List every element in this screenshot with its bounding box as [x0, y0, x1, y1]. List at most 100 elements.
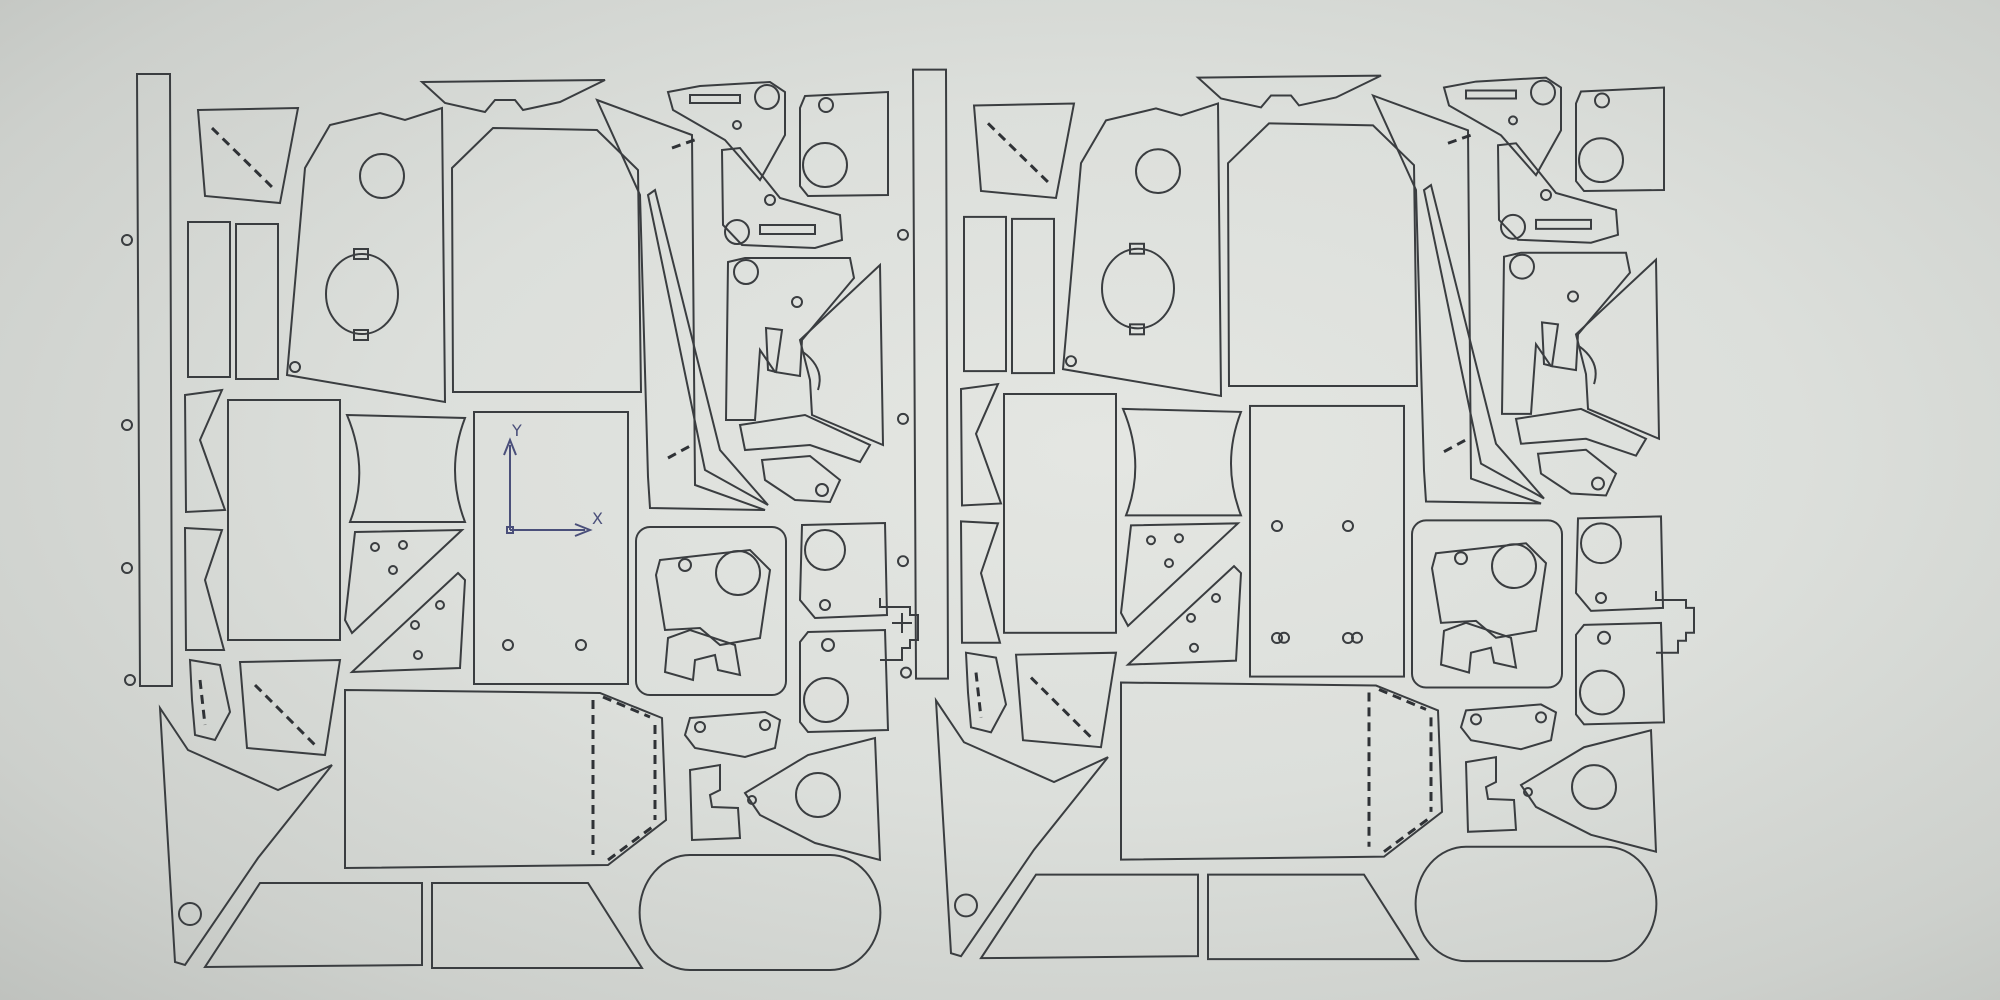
- part-hole: [124, 674, 136, 686]
- part-plate: [187, 221, 231, 378]
- part-bend-line: [1443, 438, 1467, 454]
- part-hole: [821, 638, 835, 652]
- part-bracket: [1536, 448, 1618, 497]
- part-bracket: [1514, 407, 1648, 457]
- part-bend-line: [1378, 688, 1427, 711]
- part-gusset: [724, 257, 856, 421]
- part-bracket: [663, 628, 742, 682]
- ucs-x-axis: [510, 523, 593, 537]
- part-hole: [121, 419, 133, 431]
- part-hole: [1567, 290, 1579, 303]
- part-hole: [897, 412, 909, 425]
- part-panel: [1120, 681, 1444, 861]
- part-bracket: [1464, 756, 1518, 833]
- part-bend-line: [1447, 131, 1477, 145]
- part-zigzag: [1655, 591, 1695, 654]
- part-hole: [1135, 148, 1181, 195]
- part-hole: [1540, 189, 1552, 201]
- part-hole: [1342, 520, 1354, 532]
- part-hole: [802, 142, 848, 188]
- part-gusset: [158, 704, 333, 967]
- part-plate: [473, 411, 629, 685]
- part-gusset: [1119, 522, 1241, 628]
- part-gusset: [934, 696, 1109, 958]
- part-hole: [1579, 669, 1625, 716]
- part-plate: [979, 873, 1199, 960]
- part-bracket: [419, 79, 606, 114]
- part-hole: [370, 542, 380, 552]
- part-plate: [654, 548, 772, 647]
- part-hole: [359, 153, 405, 199]
- part-plate: [743, 736, 882, 862]
- part-bend-line: [974, 672, 983, 718]
- part-zigzag: [879, 598, 919, 661]
- part-hole: [1597, 630, 1611, 645]
- part-key: [353, 248, 369, 260]
- part-hole: [678, 558, 692, 572]
- part-link: [1496, 142, 1620, 244]
- part-plate: [799, 628, 890, 734]
- part-bracket: [738, 413, 872, 464]
- part-strut: [595, 98, 766, 511]
- part-hole: [1509, 253, 1535, 280]
- part-hole: [754, 84, 780, 110]
- part-hole: [897, 228, 909, 241]
- part-hole: [732, 120, 742, 130]
- crosshair[interactable]: [892, 613, 912, 633]
- part-plate: [1575, 621, 1666, 726]
- part-gusset: [1500, 251, 1632, 415]
- part-slot: [1465, 89, 1517, 100]
- part-link: [720, 146, 844, 250]
- part-bend-line: [210, 126, 277, 192]
- part-hole: [1591, 476, 1605, 491]
- part-plate: [972, 102, 1076, 200]
- part-gusset: [343, 528, 465, 635]
- part-link: [1459, 703, 1558, 751]
- part-tab: [183, 388, 227, 514]
- part-bend-line: [667, 444, 691, 460]
- part-plate: [1575, 86, 1665, 193]
- part-hole: [954, 893, 978, 918]
- part-hole: [1535, 711, 1547, 724]
- part-panel: [450, 126, 643, 393]
- part-hole: [121, 234, 133, 246]
- part-cutout: [325, 253, 399, 335]
- part-hole: [121, 562, 133, 574]
- part-plate: [196, 106, 300, 205]
- part-key: [353, 329, 369, 341]
- part-bend-line: [253, 683, 317, 747]
- part-tab: [959, 382, 1003, 507]
- part-bend-line: [1383, 815, 1432, 853]
- part-hole: [759, 719, 771, 731]
- part-plate: [1519, 729, 1658, 854]
- part-slot: [1535, 218, 1592, 230]
- part-bend-line: [986, 122, 1053, 187]
- part-hole: [289, 361, 301, 373]
- part-link: [683, 710, 782, 759]
- part-plate: [235, 223, 279, 380]
- part-rail: [135, 73, 174, 687]
- part-hole: [1470, 713, 1482, 726]
- part-bend-line: [1029, 676, 1093, 739]
- part-plate: [963, 215, 1007, 373]
- part-hole: [1211, 593, 1221, 603]
- sheet-left: [121, 73, 919, 971]
- part-hole: [791, 296, 803, 308]
- part-hole: [1491, 543, 1537, 590]
- part-hole: [1595, 592, 1607, 604]
- part-hole: [435, 600, 445, 610]
- part-hole: [724, 219, 750, 245]
- part-strut: [1422, 183, 1545, 500]
- part-hole: [1065, 355, 1077, 368]
- part-bend-line: [607, 823, 656, 862]
- ucs-x-label: X: [592, 509, 603, 528]
- part-bend-line: [198, 679, 207, 726]
- sheet-right: [897, 68, 1695, 963]
- part-hole: [1278, 631, 1290, 644]
- part-hole: [1164, 558, 1174, 569]
- part-gusset: [1125, 564, 1243, 666]
- part-hole: [1186, 612, 1196, 623]
- part-plate: [1011, 217, 1055, 375]
